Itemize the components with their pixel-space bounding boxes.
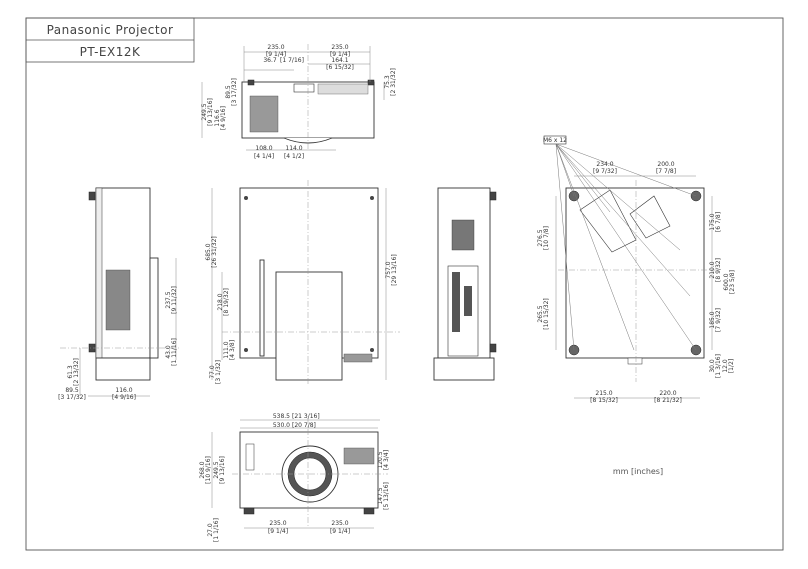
top-dim-16: [2 31/32] [390, 68, 397, 96]
front-dim-5: 111.0 [223, 341, 230, 358]
top-dim-14: [3 17/32] [231, 78, 238, 106]
top-dim-8: [6 15/32] [326, 64, 354, 71]
rear-dim-14: [1 1/16] [213, 518, 220, 542]
front-dim-4: [8 19/32] [223, 288, 230, 316]
top-dim-10: [9 13/16] [207, 98, 214, 126]
left-dim-6: [4 9/16] [112, 394, 136, 401]
left-side-view: 61.3 [2 13/32] 89.5 [3 17/32] 116.0 [4 9… [58, 187, 180, 401]
front-dim-2: [26 31/32] [211, 236, 218, 268]
top-dim-15: 75.3 [384, 75, 391, 89]
left-dim-2: [2 13/32] [73, 358, 80, 386]
bottom-dim-13: 600.0 [723, 273, 730, 290]
top-view: 235.0 [9 1/4] 235.0 [9 1/4] 36.7 [1 7/16… [201, 44, 397, 160]
bottom-dim-17: 30.0 [709, 359, 716, 373]
rear-dim-10: [4 3/4] [383, 450, 390, 470]
top-dim-1: 235.0 [267, 44, 284, 51]
right-side-view [433, 187, 497, 381]
rear-dim-16: [9 1/4] [268, 528, 288, 535]
top-dim-17: 108.0 [255, 145, 272, 152]
model-number: PT-EX12K [80, 45, 141, 59]
left-dim-5: 116.0 [115, 387, 132, 394]
bottom-dim-11: 210.0 [709, 261, 716, 278]
bottom-dim-2: [9 7/32] [593, 168, 617, 175]
rear-dim-3: 530.0 [273, 422, 290, 429]
bottom-dim-3: 200.0 [657, 161, 674, 168]
top-dim-9: 249.5 [201, 103, 208, 120]
rear-dim-6: [10 9/16] [205, 456, 212, 484]
rear-dim-11: 147.5 [377, 487, 384, 504]
drawing-border [25, 17, 784, 551]
front-dim-7: 77.0 [209, 365, 216, 379]
front-dim-8: [3 1/32] [215, 360, 222, 384]
bottom-dim-12: [8 9/32] [715, 258, 722, 282]
bottom-dim-1: 234.0 [596, 161, 613, 168]
bottom-dim-7: 175.0 [709, 213, 716, 230]
rear-dim-18: [9 1/4] [330, 528, 350, 535]
top-dim-4: [9 1/4] [330, 51, 350, 58]
left-dim-8: [9 11/32] [171, 286, 178, 314]
front-view: 685.0 [26 31/32] 218.0 [8 19/32] 111.0 [… [205, 180, 400, 384]
bottom-dim-4: [7 7/8] [656, 168, 676, 175]
top-dim-7: 164.1 [331, 57, 348, 64]
rear-dim-2: [21 3/16] [292, 413, 320, 420]
rear-dim-7: 249.5 [213, 461, 220, 478]
bottom-dim-16: [7 9/32] [715, 308, 722, 332]
top-dim-13: 89.5 [225, 85, 232, 99]
top-dim-6: [1 7/16] [280, 57, 304, 64]
top-dim-2: [9 1/4] [266, 51, 286, 58]
bottom-dim-5: 276.5 [537, 229, 544, 246]
rear-dim-8: [9 13/16] [219, 456, 226, 484]
rear-dim-4: [20 7/8] [292, 422, 316, 429]
left-dim-4: [3 17/32] [58, 394, 86, 401]
rear-dim-15: 235.0 [269, 520, 286, 527]
bottom-dim-14: [23 5/8] [729, 270, 736, 294]
top-dim-20: [4 1/2] [284, 153, 304, 160]
rear-dim-17: 235.0 [331, 520, 348, 527]
bottom-dim-9: 265.5 [537, 305, 544, 322]
bottom-dim-19: 12.0 [722, 359, 729, 373]
front-dim-10: [29 13/16] [391, 254, 398, 286]
bottom-dim-8: [6 7/8] [715, 212, 722, 232]
bottom-dim-20: [1/2] [728, 359, 735, 373]
bottom-dim-21: 215.0 [595, 390, 612, 397]
rear-dim-9: 120.5 [377, 451, 384, 468]
top-dim-12: [4 9/16] [220, 106, 227, 130]
top-dim-3: 235.0 [331, 44, 348, 51]
bottom-dim-24: [8 21/32] [654, 397, 682, 404]
left-dim-3: 89.5 [65, 387, 79, 394]
bottom-dim-10: [10 15/32] [543, 298, 550, 330]
top-dim-11: 116.6 [214, 109, 221, 126]
bottom-dim-22: [8 15/32] [590, 397, 618, 404]
bottom-dim-18: [1 3/16] [715, 354, 722, 378]
left-dim-9: 43.0 [165, 345, 172, 359]
rear-dim-13: 27.0 [207, 523, 214, 537]
product-name: Panasonic Projector [47, 23, 174, 37]
front-dim-6: [4 3/8] [229, 340, 236, 360]
top-dim-18: [4 1/4] [254, 153, 274, 160]
units-note: mm [inches] [613, 467, 663, 476]
bottom-label: M6 x 12 [543, 137, 567, 144]
rear-dim-1: 538.5 [273, 413, 290, 420]
left-dim-10: [1 11/16] [171, 338, 178, 366]
bottom-view: M6 x 12 [543, 135, 720, 399]
bottom-view-dims: 234.0 [9 7/32] 200.0 [7 7/8] 276.5 [10 7… [537, 161, 736, 404]
front-dim-1: 685.0 [205, 243, 212, 260]
bottom-dim-23: 220.0 [659, 390, 676, 397]
front-dim-9: 757.0 [385, 261, 392, 278]
front-dim-3: 218.0 [217, 293, 224, 310]
bottom-dim-6: [10 7/8] [543, 226, 550, 250]
rear-view: 538.5 [21 3/16] 530.0 [20 7/8] 268.0 [10… [199, 413, 390, 542]
title-block: Panasonic Projector PT-EX12K [25, 17, 195, 63]
left-dim-1: 61.3 [67, 365, 74, 379]
bottom-dim-15: 185.0 [709, 311, 716, 328]
rear-dim-5: 268.0 [199, 461, 206, 478]
top-dim-19: 114.0 [285, 145, 302, 152]
rear-dim-12: [5 13/16] [383, 482, 390, 510]
top-dim-5: 36.7 [263, 57, 277, 64]
left-dim-7: 237.5 [165, 291, 172, 308]
